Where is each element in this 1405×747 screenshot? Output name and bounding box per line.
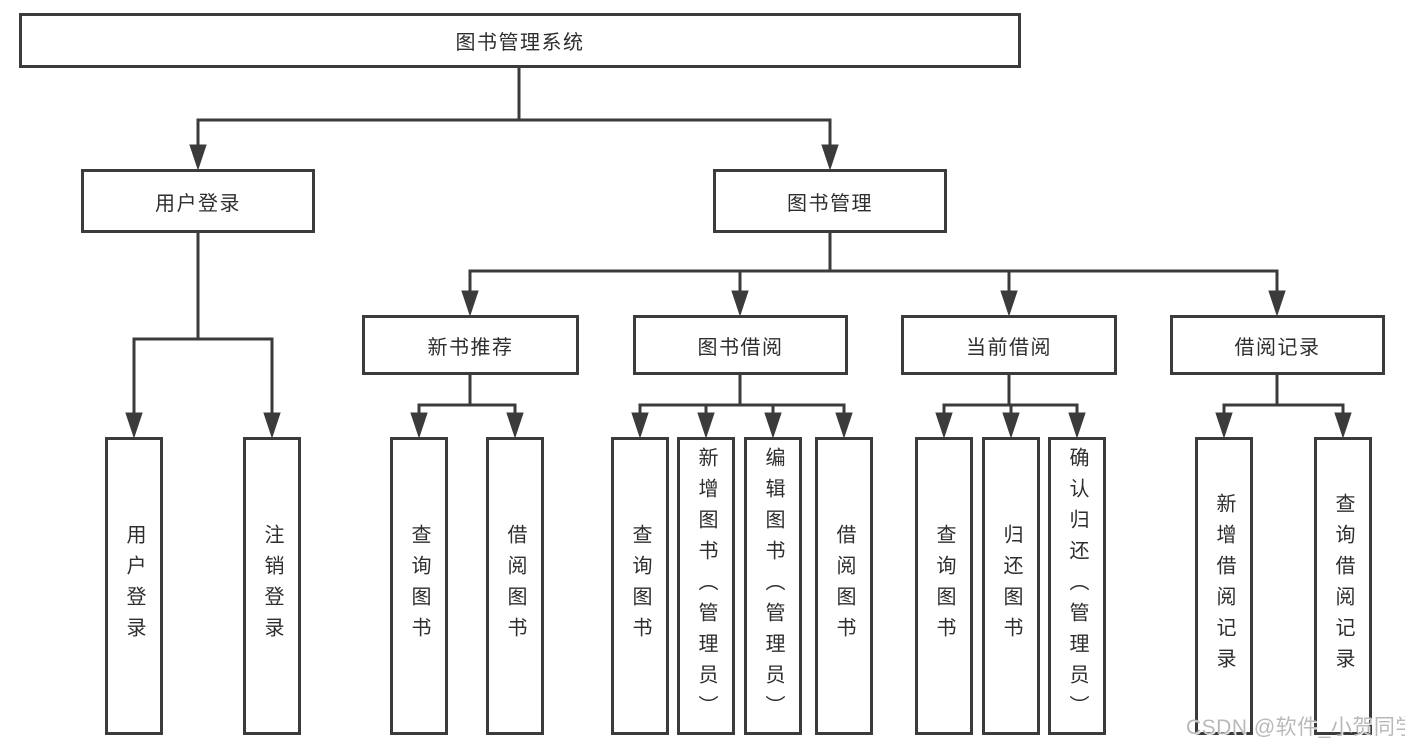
leaf-borrow-query-book: 查询图书 — [611, 437, 669, 735]
connector-root-to-level2 — [189, 68, 839, 171]
node-user-login-label: 用户登录 — [155, 192, 241, 215]
leaf-borrow-borrow-book: 借阅图书 — [815, 437, 873, 735]
leaf-borrow-edit-book-admin: 编辑图书（管理员） — [744, 437, 802, 735]
node-new-book-recommend-label: 新书推荐 — [427, 336, 514, 359]
leaf-logout-label: 注销登录 — [261, 524, 283, 648]
leaf-records-add-record: 新增借阅记录 — [1195, 437, 1253, 735]
node-book-borrow: 图书借阅 — [633, 315, 848, 375]
node-current-borrow: 当前借阅 — [901, 315, 1117, 375]
connector-user-login-children — [125, 233, 281, 439]
leaf-newbook-borrow-book-label: 借阅图书 — [504, 524, 526, 648]
connector-current-borrow-children — [935, 375, 1086, 439]
leaf-user-login: 用户登录 — [105, 437, 163, 735]
leaf-current-return-book: 归还图书 — [982, 437, 1040, 735]
node-book-management: 图书管理 — [713, 169, 947, 233]
node-new-book-recommend: 新书推荐 — [362, 315, 579, 375]
node-borrow-records: 借阅记录 — [1170, 315, 1385, 375]
leaf-records-query-record: 查询借阅记录 — [1314, 437, 1372, 735]
leaf-records-add-record-label: 新增借阅记录 — [1213, 493, 1235, 679]
node-user-login: 用户登录 — [81, 169, 315, 233]
csdn-watermark: CSDN @软件_小贺同学 — [1186, 716, 1405, 739]
leaf-records-query-record-label: 查询借阅记录 — [1332, 493, 1354, 679]
leaf-current-query-book: 查询图书 — [915, 437, 973, 735]
leaf-current-confirm-return-admin: 确认归还（管理员） — [1048, 437, 1106, 735]
leaf-logout: 注销登录 — [243, 437, 301, 735]
leaf-borrow-borrow-book-label: 借阅图书 — [833, 524, 855, 648]
leaf-current-return-book-label: 归还图书 — [1000, 524, 1022, 648]
node-borrow-records-label: 借阅记录 — [1234, 336, 1321, 359]
leaf-borrow-add-book-admin-label: 新增图书（管理员） — [695, 446, 717, 726]
leaf-user-login-label: 用户登录 — [123, 524, 145, 648]
node-root: 图书管理系统 — [19, 13, 1021, 68]
leaf-newbook-query-book-label: 查询图书 — [408, 524, 430, 648]
connector-book-borrow-children — [631, 375, 853, 439]
connector-book-management-children — [461, 233, 1286, 317]
connector-borrow-records-children — [1215, 375, 1352, 439]
node-current-borrow-label: 当前借阅 — [966, 336, 1052, 359]
node-book-management-label: 图书管理 — [787, 192, 873, 215]
leaf-newbook-borrow-book: 借阅图书 — [486, 437, 544, 735]
leaf-current-confirm-return-admin-label: 确认归还（管理员） — [1066, 446, 1088, 726]
connector-new-book-children — [410, 375, 524, 439]
leaf-borrow-query-book-label: 查询图书 — [629, 524, 651, 648]
leaf-current-query-book-label: 查询图书 — [933, 524, 955, 648]
leaf-borrow-edit-book-admin-label: 编辑图书（管理员） — [762, 446, 784, 726]
leaf-borrow-add-book-admin: 新增图书（管理员） — [677, 437, 735, 735]
leaf-newbook-query-book: 查询图书 — [390, 437, 448, 735]
node-book-borrow-label: 图书借阅 — [697, 336, 784, 359]
node-root-label: 图书管理系统 — [455, 32, 585, 54]
